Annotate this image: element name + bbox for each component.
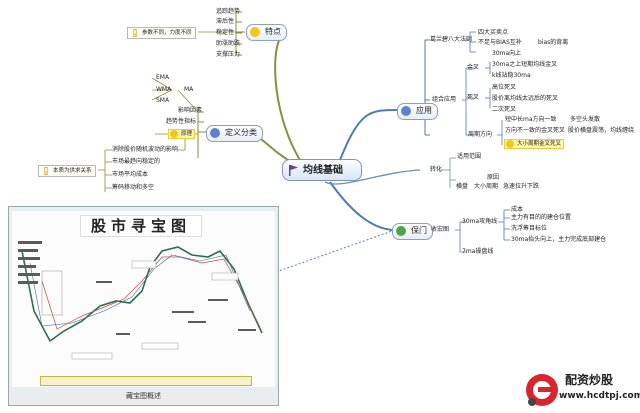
door-icon (396, 226, 406, 236)
flag-icon (289, 165, 298, 176)
smiley-icon (250, 27, 260, 37)
gateway-ma30-item: 洗浮筹目标位 (511, 225, 548, 232)
gateway-ma7: 7ma操盘线 (462, 248, 494, 255)
conversion-top: 适用范围 (457, 153, 482, 160)
feature-item: 追踪趋势 (216, 8, 241, 15)
ma-type: SMA (156, 97, 170, 104)
essence-item: 消除股价随机波动的影响 (112, 146, 179, 153)
warning-icon (44, 167, 48, 175)
treasure-map-canvas: 股市寻宝图 (12, 211, 275, 387)
death-item: 高位死叉 (492, 84, 517, 91)
essence-item: 市场最趋向稳定的 (112, 158, 161, 165)
essence-label: 原理 (181, 131, 193, 137)
death-item: 二次死叉 (492, 106, 517, 113)
cycle-item: 短中长ma方向一致 (505, 116, 557, 123)
cycle-label: 周期方向 (468, 131, 493, 138)
feature-item: 稳定性 (216, 29, 235, 36)
cycle-subitem: 股价横盘震荡，均线缠绕 (568, 127, 635, 134)
types-note: 本质为供求关系 (38, 165, 96, 177)
feature-item: 支撑压力 (216, 51, 241, 58)
features-topic[interactable]: 特点 (246, 24, 287, 41)
gateway-topic[interactable]: 保门 (392, 223, 433, 240)
cycle-item: 大小周期金叉死叉 (517, 141, 562, 147)
gateway-ma30-item: 30ma抬头向上，主力完成底部建仓 (511, 236, 607, 243)
features-label: 特点 (265, 27, 281, 36)
central-topic[interactable]: 均线基础 (282, 159, 362, 181)
gateway-ma30-item: 主力有目的的建仓位置 (511, 214, 572, 221)
conversion-item: 横盘 (456, 183, 469, 190)
logo-mark-icon (526, 374, 558, 406)
granville-label: 葛兰碧八大法则 (430, 36, 473, 43)
influence-label: 影响因素 (178, 107, 203, 114)
gateway-label: 保门 (411, 226, 427, 235)
conversion-label: 转化 (430, 166, 443, 173)
treasure-map-footer (40, 376, 252, 386)
types-label: 定义分类 (225, 128, 257, 137)
site-logo: 配资炒股 www.hcdtpj.com (521, 369, 640, 413)
granville-item: 四大买卖点 (478, 29, 509, 36)
application-topic[interactable]: 应用 (397, 103, 438, 120)
ma30-label: 30ma向上 (492, 50, 522, 57)
golden-item: k线站稳30ma (492, 72, 531, 79)
golden-item: 30ma之上短期均线金叉 (492, 61, 558, 68)
ma-type: WMA (156, 86, 172, 93)
golden-label: 金叉 (467, 64, 480, 71)
types-topic[interactable]: 定义分类 (206, 125, 263, 142)
features-note: 参数不同，力度不同 (127, 27, 196, 39)
cycle-item: 方向不一致的金叉死叉 (505, 127, 566, 134)
person-icon (210, 128, 220, 138)
treasure-map-chart (18, 241, 263, 360)
essence-item: 筹码移动和多空 (112, 184, 155, 191)
smiley-icon (506, 140, 514, 148)
application-label: 应用 (416, 106, 432, 115)
essence-item: 市场平均成本 (112, 171, 149, 178)
cycle-subitem: 多空头发散 (570, 116, 601, 123)
logo-name: 配资炒股 (565, 373, 614, 387)
granville-item: 不足与BIAS互补 (478, 39, 522, 46)
trend-indicator-label: 趋势性指标 (166, 118, 197, 125)
conversion-item: 急速拉升下跌 (503, 183, 540, 190)
central-label: 均线基础 (303, 165, 343, 176)
treasure-map-image: 股市寻宝图 藏宝图概述 (8, 206, 279, 406)
gateway-core: 收宏图 (431, 226, 450, 233)
cycle-highlight: 大小周期金叉死叉 (504, 139, 565, 149)
death-item: 股价离均线太远后的死叉 (492, 95, 559, 102)
conversion-item: 原因 (487, 174, 500, 181)
person-icon (401, 106, 411, 116)
granville-item: bias的背离 (538, 39, 569, 46)
feature-item: 滞后性 (216, 18, 235, 25)
gateway-ma30-item: 成本 (511, 206, 524, 213)
smiley-icon (170, 130, 178, 138)
death-label: 死叉 (467, 94, 480, 101)
ma-label: MA (184, 86, 194, 93)
treasure-map-title: 股市寻宝图 (80, 215, 202, 237)
gateway-ma30: 30ma攻角线 (462, 218, 498, 225)
features-note-text: 参数不同，力度不同 (142, 30, 192, 36)
essence-highlight: 原理 (168, 129, 196, 139)
warning-icon (133, 29, 137, 37)
combo-label: 组合应用 (432, 96, 457, 103)
types-note-text: 本质为供求关系 (53, 168, 92, 174)
logo-url: www.hcdtpj.com (559, 391, 640, 401)
conversion-item: 大小周期 (474, 183, 499, 190)
treasure-map-caption: 藏宝图概述 (126, 392, 161, 400)
ma-type: EMA (156, 74, 170, 81)
feature-item: 助涨助跌 (216, 40, 241, 47)
